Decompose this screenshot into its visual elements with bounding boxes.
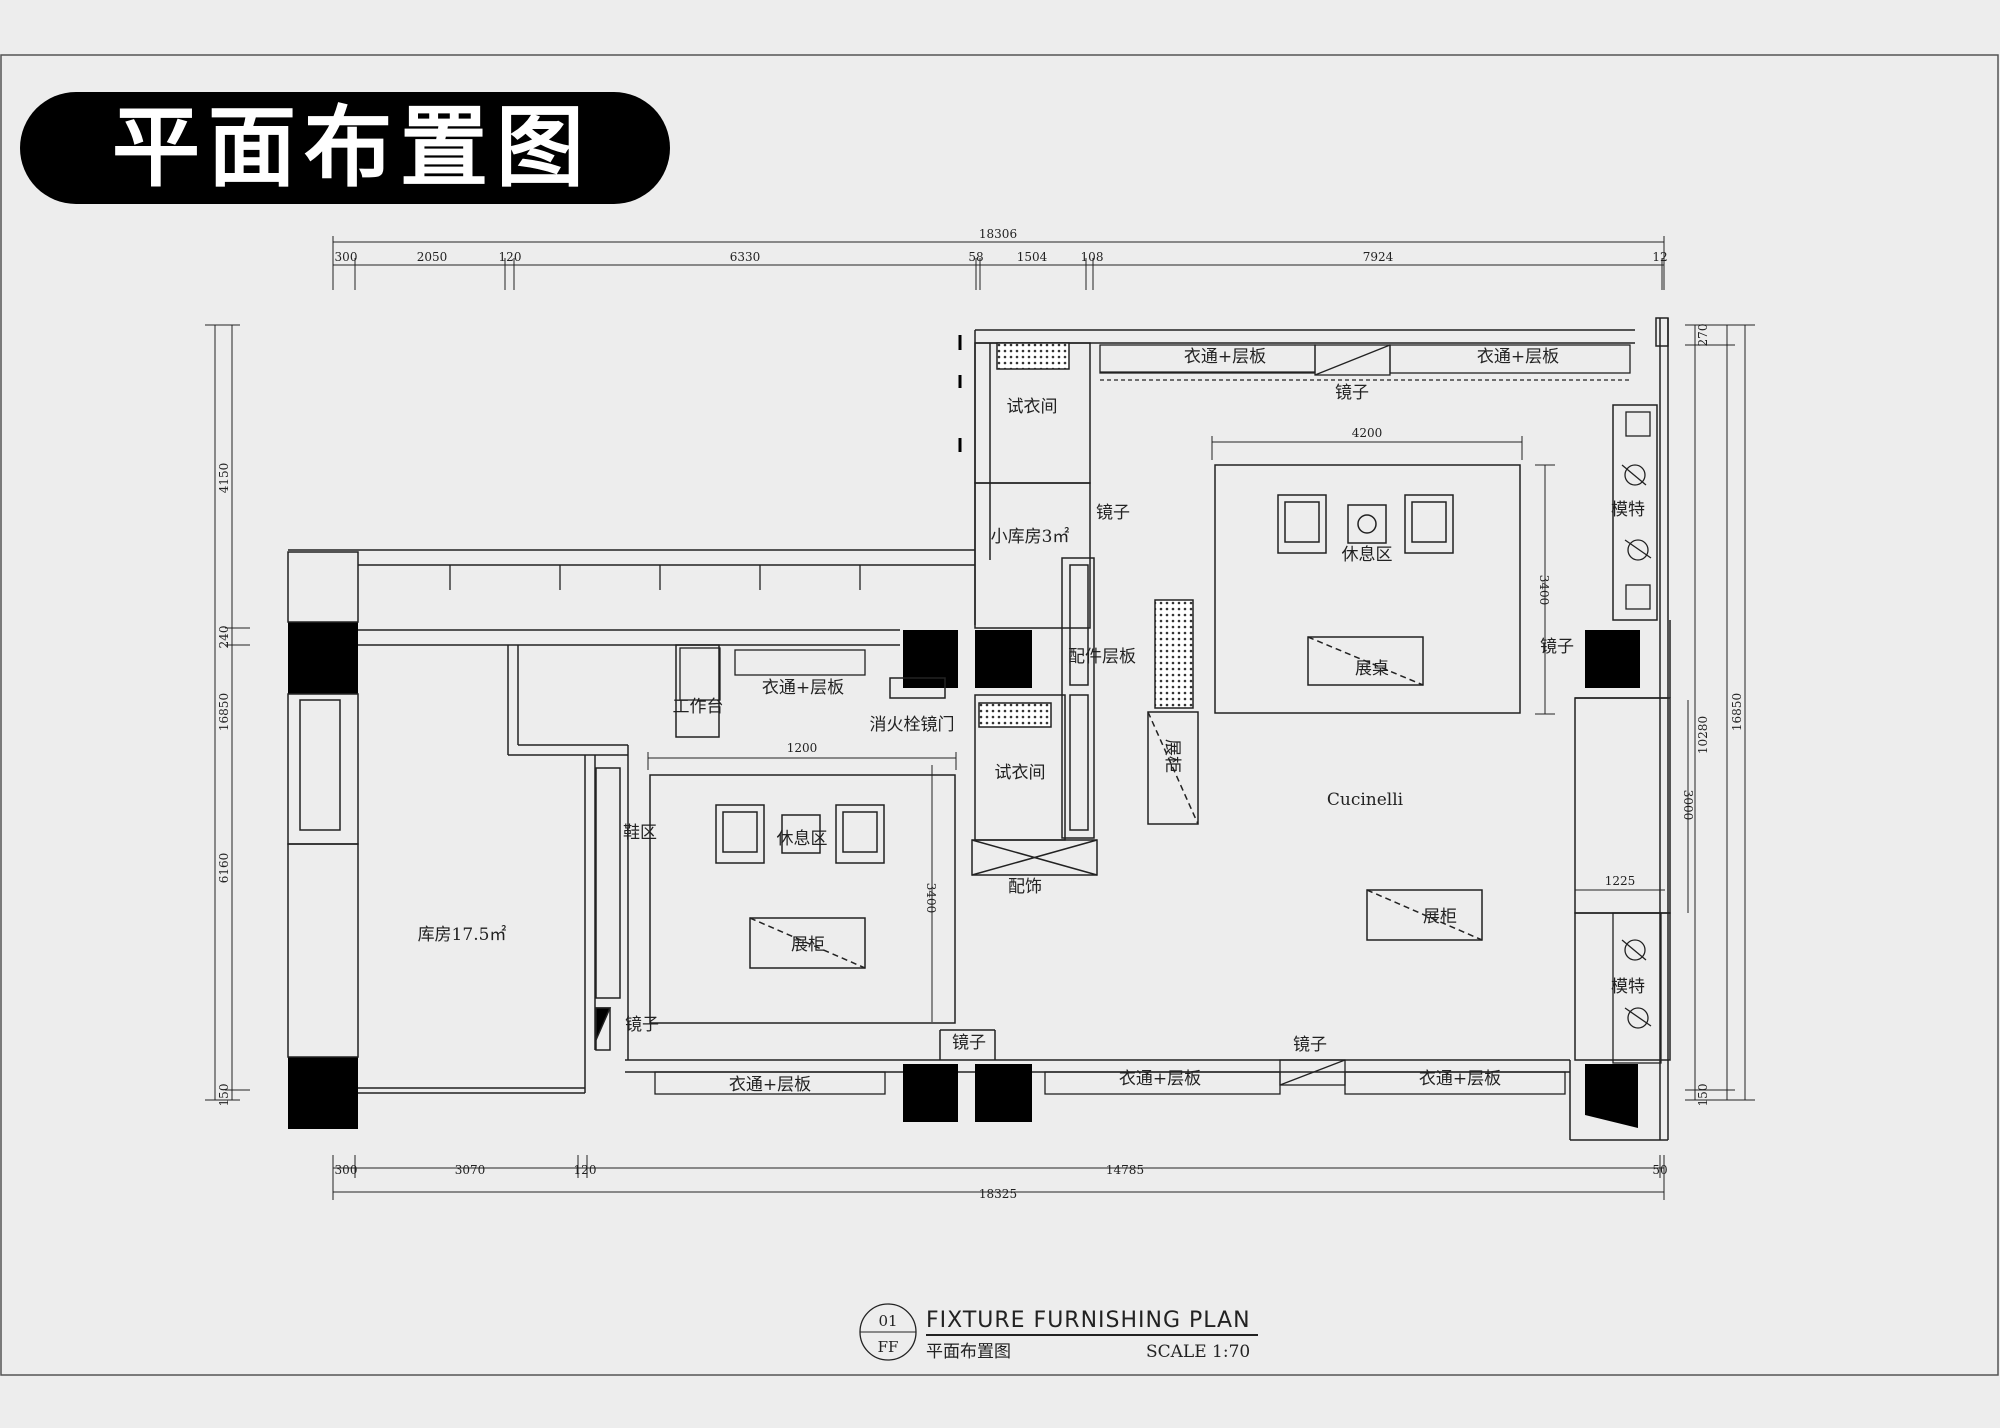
shoe-area-label: 鞋区 xyxy=(623,823,657,843)
rail-shelves xyxy=(449,344,1631,1095)
dim-top-seg: 58 xyxy=(968,250,983,264)
dim-bottom-seg: 14785 xyxy=(1106,1163,1144,1177)
dim-left-seg: 150 xyxy=(217,1084,231,1107)
display-cabinets xyxy=(749,636,1483,969)
dim-top-seg: 7924 xyxy=(1363,250,1394,264)
display-cabinet-label: 展柜 xyxy=(1162,739,1182,773)
dim-top-seg: 108 xyxy=(1081,250,1104,264)
bottom-ticks xyxy=(332,1155,1665,1200)
display-cabinet-label: 展柜 xyxy=(791,935,825,955)
dim-bottom-total: 18325 xyxy=(979,1187,1017,1201)
brand-label: Cucinelli xyxy=(1327,790,1404,810)
rail-shelf-label: 衣通+层板 xyxy=(1419,1069,1501,1089)
storage-partition xyxy=(287,551,621,1058)
dim-top-seg: 2050 xyxy=(417,250,448,264)
dim-lounge-left-height: 3400 xyxy=(924,883,938,914)
lounge-left xyxy=(649,644,956,1024)
dim-left-total: 16850 xyxy=(217,693,231,731)
mirror-label: 镜子 xyxy=(625,1015,659,1035)
sheet-code: FF xyxy=(878,1338,899,1356)
dim-lounge-left-width: 1200 xyxy=(787,741,818,755)
drawing-title: FIXTURE FURNISHING PLAN xyxy=(926,1308,1251,1333)
columns xyxy=(288,622,1640,1129)
dim-column-height: 3000 xyxy=(1681,790,1695,821)
room-partitions xyxy=(889,342,1098,876)
dim-top-seg: 300 xyxy=(335,250,358,264)
left-ticks xyxy=(205,324,250,1101)
dim-left-seg: 4150 xyxy=(217,463,231,494)
dimension-labels: 18306 300 2050 120 6330 58 1504 108 7924… xyxy=(217,227,1744,1201)
dim-top-seg: 1504 xyxy=(1017,250,1048,264)
display-table-label: 展桌 xyxy=(1355,659,1389,679)
page-title: 平面布置图 xyxy=(20,92,670,204)
fixture-labels: 衣通+层板 衣通+层板 衣通+层板 衣通+层板 衣通+层板 衣通+层板 配件层板… xyxy=(625,347,1645,1095)
mannequin-label: 模特 xyxy=(1611,977,1645,997)
mannequin-label: 模特 xyxy=(1611,500,1645,520)
dim-column-width: 1225 xyxy=(1605,874,1636,888)
mirror-label: 镜子 xyxy=(1096,503,1130,523)
lounge-label: 休息区 xyxy=(777,829,828,849)
dim-lounge-right-height: 3400 xyxy=(1537,575,1551,606)
dim-right-seg: 150 xyxy=(1696,1084,1710,1107)
accessory-shelf-label: 配件层板 xyxy=(1068,647,1136,667)
drawing-scale: SCALE 1:70 xyxy=(1146,1342,1250,1362)
work-table-label: 工作台 xyxy=(673,697,724,717)
accessories-label: 配饰 xyxy=(1008,877,1042,897)
sheet-number: 01 xyxy=(878,1312,897,1330)
drawing-subtitle: 平面布置图 xyxy=(926,1342,1011,1362)
hydrant-door-label: 消火栓镜门 xyxy=(870,715,955,735)
dim-right-seg: 10280 xyxy=(1696,716,1710,754)
storage-room-label: 库房17.5㎡ xyxy=(418,925,507,945)
mannequins xyxy=(1612,411,1662,1064)
top-ticks xyxy=(332,236,1665,290)
walls xyxy=(288,317,1671,1141)
rail-shelf-label: 衣通+层板 xyxy=(729,1075,811,1095)
fitting-room-label: 试衣间 xyxy=(995,763,1046,783)
dim-top-seg: 6330 xyxy=(730,250,761,264)
mirror-label: 镜子 xyxy=(952,1033,986,1053)
display-cabinet-label: 展柜 xyxy=(1423,907,1457,927)
dimension-lines xyxy=(205,236,1755,1200)
dim-left-seg: 6160 xyxy=(217,853,231,884)
dim-top-seg: 120 xyxy=(499,250,522,264)
dim-right-seg: 270 xyxy=(1696,324,1710,347)
mirror-label: 镜子 xyxy=(1335,383,1369,403)
mirror-label: 镜子 xyxy=(1540,637,1574,657)
room-labels: 试衣间 小库房3㎡ 试衣间 配饰 工作台 消火栓镜门 鞋区 库房17.5㎡ 休息… xyxy=(418,397,1404,945)
dim-bottom-seg: 120 xyxy=(574,1163,597,1177)
mirror-label: 镜子 xyxy=(1293,1035,1327,1055)
bench-pads xyxy=(978,342,1194,728)
dim-bottom-seg: 50 xyxy=(1652,1163,1667,1177)
small-storage-label: 小库房3㎡ xyxy=(991,527,1070,547)
lounge-right xyxy=(1214,464,1521,714)
dim-right-total: 16850 xyxy=(1730,693,1744,731)
right-ticks xyxy=(1685,324,1755,1101)
title-block: 01 FF FIXTURE FURNISHING PLAN 平面布置图 SCAL… xyxy=(859,1303,1258,1362)
rail-shelf-label: 衣通+层板 xyxy=(762,678,844,698)
dim-bottom-seg: 3070 xyxy=(455,1163,486,1177)
dim-lounge-right-width: 4200 xyxy=(1352,426,1383,440)
dim-top-seg: 12 xyxy=(1652,250,1667,264)
sheet-border xyxy=(0,54,1999,1376)
dim-bottom-seg: 300 xyxy=(335,1163,358,1177)
rail-shelf-label: 衣通+层板 xyxy=(1184,347,1266,367)
dim-left-seg: 240 xyxy=(217,626,231,649)
dim-top-total: 18306 xyxy=(979,227,1017,241)
fitting-room-label: 试衣间 xyxy=(1007,397,1058,417)
rail-shelf-label: 衣通+层板 xyxy=(1477,347,1559,367)
lounge-label: 休息区 xyxy=(1342,545,1393,565)
rail-shelf-label: 衣通+层板 xyxy=(1119,1069,1201,1089)
